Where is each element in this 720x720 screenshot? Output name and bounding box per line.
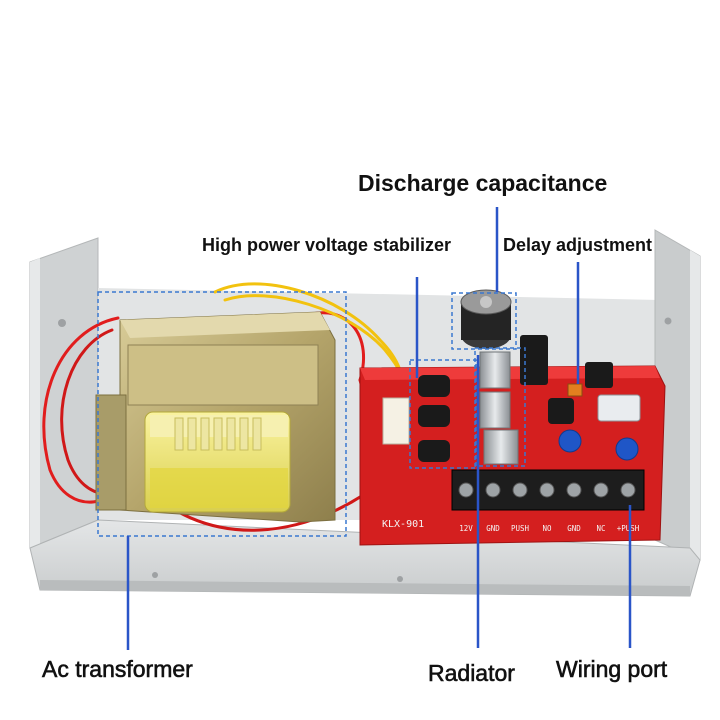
terminal-label: 12V xyxy=(459,524,473,533)
pointer-lines xyxy=(126,207,632,650)
terminal-labels: 12V GND PUSH NO GND NC +PUSH xyxy=(459,524,640,533)
terminal-label: GND xyxy=(567,524,581,533)
terminal-label: PUSH xyxy=(511,524,530,533)
capacitor-box xyxy=(451,292,517,350)
discharge-capacitance-label: Discharge capacitance xyxy=(358,170,608,196)
ac-transformer-label: Ac transformer xyxy=(42,656,193,683)
voltage-stabilizer-label: High power voltage stabilizer xyxy=(202,235,452,255)
terminal-label: NO xyxy=(542,524,552,533)
highlight-boxes xyxy=(97,291,526,537)
delay-adjustment-label: Delay adjustment xyxy=(503,235,653,255)
ac-transformer xyxy=(95,311,336,523)
radiator-label: Radiator xyxy=(428,660,516,687)
radiator-box xyxy=(474,347,526,467)
terminal-label: GND xyxy=(486,524,500,533)
transformer-box xyxy=(97,291,347,537)
board-model: KLX-901 xyxy=(382,519,424,530)
pcb-board: 12V GND PUSH NO GND NC +PUSH KLX-901 xyxy=(359,289,666,546)
terminal-label: +PUSH xyxy=(617,524,640,533)
stabilizer-box xyxy=(409,359,477,469)
wiring-port-label: Wiring port xyxy=(556,656,668,683)
terminal-label: NC xyxy=(596,524,605,533)
